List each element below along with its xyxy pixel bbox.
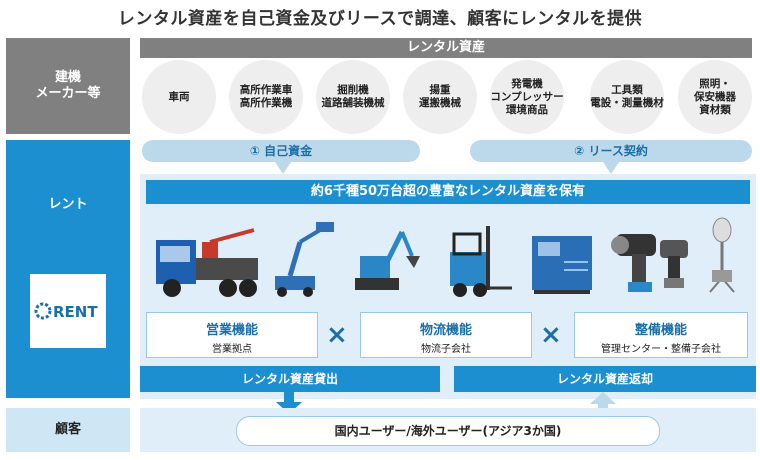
rent-logo-graphic: RENT: [34, 302, 98, 321]
function-logistics-sub: 物流子会社: [421, 344, 471, 355]
function-logistics: 物流機能 物流子会社: [360, 312, 532, 358]
aerial-lift-icon: [275, 222, 334, 297]
return-flow-bar: レンタル資産返却: [454, 366, 756, 392]
function-sales: 営業機能 営業拠点: [146, 312, 318, 358]
funding-own-pill: ① 自己資金: [142, 140, 420, 162]
asset-tools: 工具類 電設・測量機材: [590, 60, 664, 134]
function-maintenance: 整備機能 管理センター・整備子会社: [574, 312, 748, 358]
truck-icon: [156, 228, 258, 297]
page-title: レンタル資産を自己資金及びリースで調達、顧客にレンタルを提供: [117, 9, 643, 29]
assets-header: レンタル資産: [140, 38, 752, 58]
customer-pill: 国内ユーザー/海外ユーザー(アジア3か国): [236, 416, 660, 446]
generator-icon: [532, 236, 592, 294]
assets-banner: 約6千種50万台超の豊富なレンタル資産を保有: [146, 180, 750, 204]
lend-flow-bar: レンタル資産貸出: [140, 366, 440, 392]
asset-lighting: 照明・ 保安機器 資材類: [678, 60, 752, 134]
asset-aerial-work: 高所作業車 高所作業機: [229, 60, 303, 134]
rent-row-area: [6, 140, 130, 398]
times-symbol: ×: [540, 320, 562, 350]
down-arrow-icon: [275, 162, 291, 174]
equipment-illustrations: [156, 217, 735, 297]
asset-vehicle: 車両: [142, 60, 216, 134]
function-maintenance-sub: 管理センター・整備子会社: [601, 344, 721, 355]
light-tower-icon: [709, 217, 735, 293]
down-arrow-icon: [603, 162, 619, 174]
customer-row-label: 顧客: [6, 408, 130, 452]
function-sales-sub: 営業拠点: [212, 344, 252, 355]
funding-lease-pill: ② リース契約: [470, 140, 752, 162]
power-tool-icon: [611, 234, 656, 292]
asset-lifting: 揚重 運搬機械: [403, 60, 477, 134]
forklift-icon: [450, 226, 512, 297]
rent-row-label: レント: [48, 197, 88, 212]
function-logistics-title: 物流機能: [419, 323, 472, 338]
maker-row-label: 建機 メーカー等: [6, 38, 130, 134]
rent-logo-text: RENT: [53, 303, 98, 321]
drill-icon: [660, 240, 688, 288]
function-maintenance-title: 整備機能: [634, 323, 687, 338]
excavator-icon: [355, 230, 420, 290]
rent-logo: RENT: [30, 274, 106, 348]
function-sales-title: 営業機能: [205, 323, 258, 338]
times-symbol: ×: [326, 320, 348, 350]
asset-excavator: 掘削機 道路舗装機械: [316, 60, 390, 134]
asset-generator: 発電機 コンプレッサー 環境商品: [490, 60, 564, 134]
